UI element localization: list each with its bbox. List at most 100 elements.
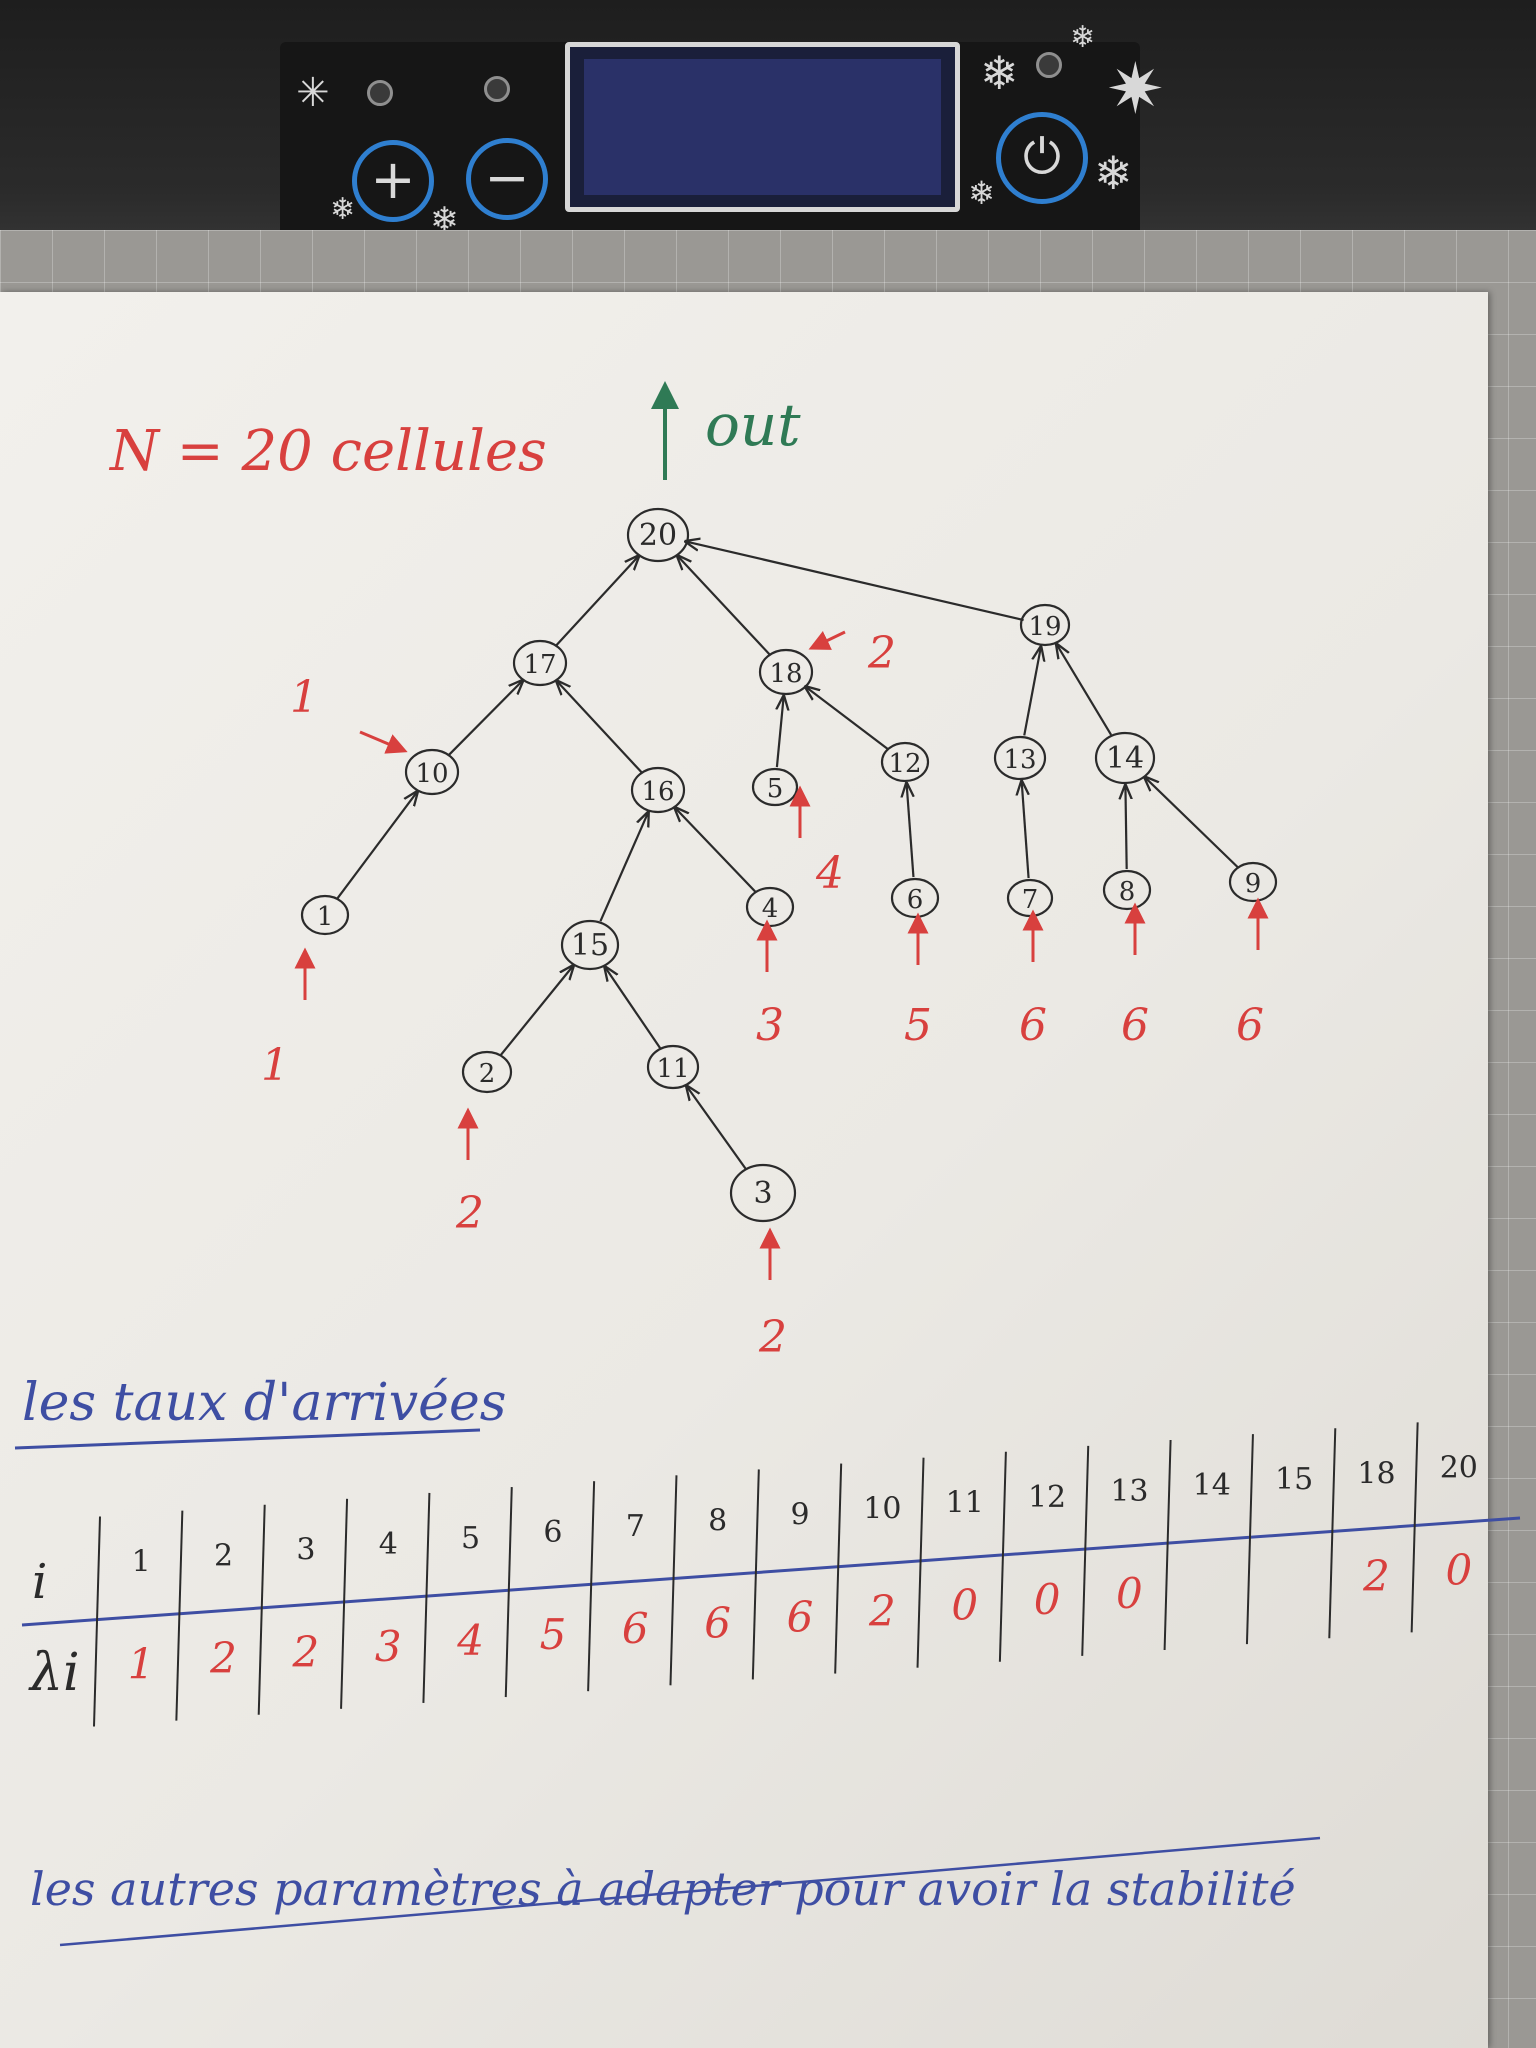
tree-node: 6 <box>890 877 940 919</box>
tree-node: 11 <box>646 1044 700 1090</box>
lcd-display <box>565 42 960 212</box>
table-column-separator <box>1410 1422 1419 1633</box>
node-circle <box>404 748 460 796</box>
table-i-value: 1 <box>132 1544 151 1579</box>
row-label-lambda: λi <box>28 1643 80 1703</box>
table-lambda-value: 2 <box>209 1634 237 1683</box>
node-label: 8 <box>1119 877 1136 907</box>
table-lambda-value: 2 <box>1362 1551 1390 1600</box>
snowflake-icon: ❄ <box>330 192 356 227</box>
tree-edges <box>336 542 1239 1170</box>
table-i-value: 9 <box>790 1497 809 1532</box>
tree-node: 16 <box>630 766 686 814</box>
table-column-separator <box>340 1498 349 1709</box>
tree-node: 17 <box>512 639 568 687</box>
tree-node: 18 <box>758 648 814 696</box>
tree-edge <box>558 682 643 774</box>
table-i-value: 13 <box>1110 1474 1148 1509</box>
tree-node: 4 <box>745 886 795 928</box>
node-label: 15 <box>571 928 609 963</box>
tree-node: 12 <box>880 741 930 783</box>
table-lambda-value: 0 <box>1116 1569 1143 1618</box>
table-i-value: 8 <box>708 1503 727 1538</box>
arrival-rate-value: 1 <box>261 1040 289 1091</box>
table-column-separator <box>669 1475 678 1686</box>
red-pointer-arrow <box>359 730 408 754</box>
table-i-value: 5 <box>461 1521 480 1556</box>
table-column-separator <box>998 1451 1007 1662</box>
table-column-separator <box>504 1487 513 1698</box>
table-lambda-value: 2 <box>292 1628 320 1677</box>
cell-count-heading: N = 20 cellules <box>108 419 547 484</box>
node-label: 2 <box>479 1059 496 1089</box>
tree-edge <box>599 814 647 922</box>
node-label: 3 <box>753 1176 772 1211</box>
arrival-rate-value: 6 <box>1019 1000 1047 1051</box>
table-i-value: 15 <box>1275 1462 1313 1497</box>
table-lambda-value: 6 <box>704 1598 731 1647</box>
node-label: 10 <box>415 759 448 789</box>
tree-node: 2 <box>461 1050 513 1094</box>
indicator-led <box>367 80 393 106</box>
node-circle <box>560 919 620 971</box>
table-lambda-value: 6 <box>787 1592 814 1641</box>
tree-node: 20 <box>626 507 690 563</box>
node-label: 17 <box>523 650 556 680</box>
node-circle <box>758 648 814 696</box>
node-label: 9 <box>1245 869 1262 899</box>
table-divider <box>21 1516 1521 1627</box>
node-label: 11 <box>656 1054 689 1084</box>
node-circle <box>993 735 1047 781</box>
table-lambda-value: 2 <box>868 1587 896 1636</box>
node-label: 12 <box>888 749 921 779</box>
tree-edge <box>1125 787 1126 870</box>
plus-button[interactable]: + <box>352 140 434 222</box>
arrival-rate-value: 6 <box>1121 1000 1149 1051</box>
indicator-led <box>1036 52 1062 78</box>
power-button[interactable]: ⏻ <box>996 112 1088 204</box>
tree-node: 3 <box>729 1163 797 1223</box>
table-column-separator <box>1163 1439 1172 1651</box>
table-column-separator <box>751 1469 760 1680</box>
table-i-value: 20 <box>1440 1450 1478 1485</box>
table-i-value: 10 <box>863 1492 901 1527</box>
node-label: 1 <box>317 902 334 932</box>
table-lambda-value: 3 <box>375 1622 402 1671</box>
annotation-label: 1 <box>290 672 318 723</box>
arrival-rate-value: 6 <box>1236 1000 1264 1051</box>
tree-edge <box>676 809 757 893</box>
table-column-separator <box>93 1516 101 1727</box>
node-label: 16 <box>641 777 674 807</box>
tree-edge <box>687 542 1024 622</box>
table-column-separator <box>257 1504 266 1715</box>
node-circle <box>630 766 686 814</box>
table-lambda-value: 0 <box>1034 1575 1061 1624</box>
node-circle <box>1094 731 1156 785</box>
table-lambda-value: 0 <box>951 1581 978 1630</box>
snowflake-icon: ❄ <box>980 46 1019 100</box>
row-label-i: i <box>32 1554 47 1610</box>
tree-edge <box>1022 783 1029 879</box>
table-column-separator <box>1328 1428 1337 1639</box>
table-column-separator <box>916 1457 925 1668</box>
tree-edge <box>1146 778 1239 869</box>
table-column-separator <box>1081 1445 1090 1656</box>
tree-edge <box>1057 646 1113 736</box>
minus-button[interactable]: − <box>466 138 548 220</box>
node-circle <box>461 1050 513 1094</box>
node-label: 20 <box>639 518 677 553</box>
node-label: 14 <box>1106 741 1144 776</box>
tree-edge <box>688 1087 747 1170</box>
node-circle <box>512 639 568 687</box>
arrival-rate-value: 5 <box>904 1000 932 1051</box>
arrival-rate-value: 2 <box>455 1188 484 1239</box>
tree-node: 13 <box>993 735 1047 781</box>
tree-node: 9 <box>1228 861 1278 903</box>
table-i-value: 12 <box>1028 1480 1066 1515</box>
node-label: 13 <box>1003 745 1036 775</box>
footer-note: les autres paramètres à adapter pour avo… <box>30 1862 1296 1916</box>
indicator-led <box>484 76 510 102</box>
snowflake-icon: ❄ <box>968 174 995 212</box>
